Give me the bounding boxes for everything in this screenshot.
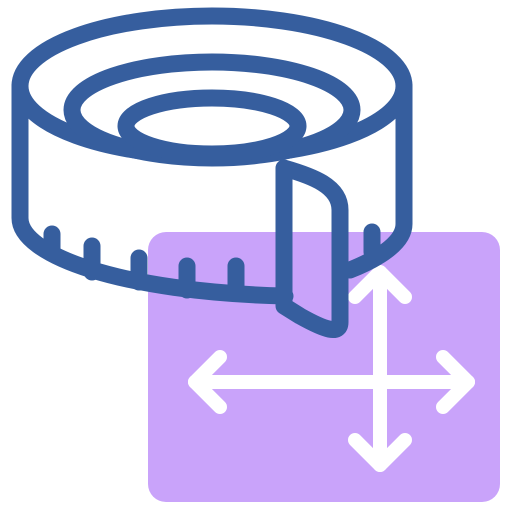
tape-roll-side-wall <box>11 77 294 305</box>
tape-roll-middle-ring <box>63 53 361 167</box>
tape-roll-inner-hub <box>117 89 307 163</box>
measuring-tape-icon <box>11 7 413 338</box>
arrow-up-head <box>348 265 412 304</box>
tape-roll-side-wall-right <box>341 77 413 279</box>
arrow-down-head <box>348 433 412 472</box>
arrow-right-head <box>436 350 475 414</box>
move-arrows-icon <box>188 265 475 472</box>
tape-strip <box>275 159 349 338</box>
arrow-left-head <box>188 350 227 414</box>
